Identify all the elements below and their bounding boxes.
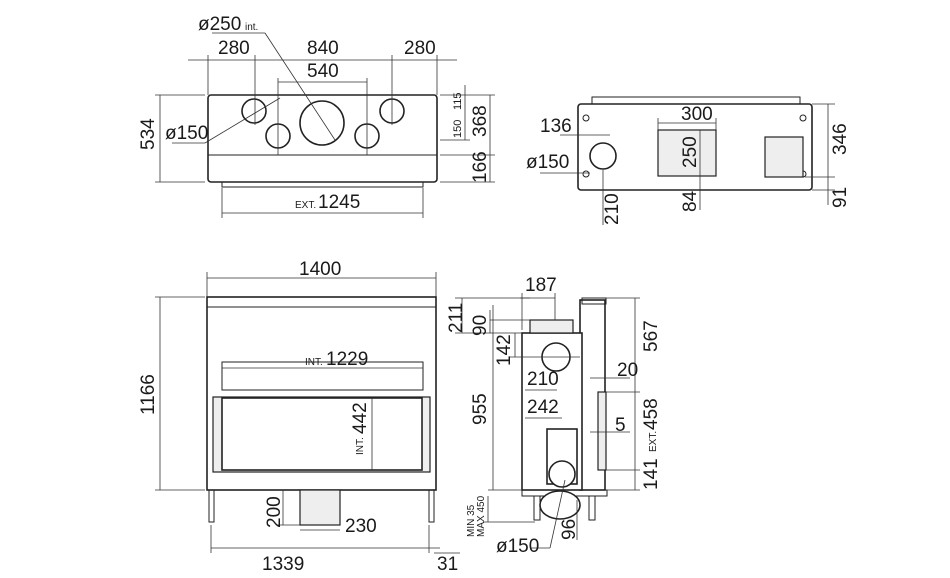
dim-211: 211 bbox=[446, 303, 467, 333]
dim-91: 91 bbox=[830, 187, 851, 208]
dim-166: 166 bbox=[470, 151, 491, 183]
dim-136: 136 bbox=[540, 116, 572, 137]
dim-ext-prefix: EXT. bbox=[648, 431, 659, 452]
rear-view: 136 ø150 300 250 84 210 346 91 bbox=[526, 96, 851, 225]
dim-31: 31 bbox=[437, 554, 458, 575]
air-duct-square bbox=[657, 129, 717, 177]
dim-242: 242 bbox=[527, 397, 559, 418]
dim-d150: ø150 bbox=[526, 152, 569, 173]
dim-534: 534 bbox=[138, 118, 159, 150]
dim-d150: ø150 bbox=[496, 536, 539, 557]
dim-280-left: 280 bbox=[218, 38, 250, 59]
dim-230: 230 bbox=[345, 516, 377, 537]
side-view: 187 211 90 142 210 242 955 567 20 5 EXT.… bbox=[446, 275, 662, 557]
dim-150: 150 bbox=[452, 120, 464, 138]
dim-200: 200 bbox=[264, 496, 285, 528]
dim-d250: ø250 bbox=[198, 14, 241, 35]
dim-540: 540 bbox=[307, 61, 339, 82]
dim-210: 210 bbox=[602, 193, 623, 225]
dim-d150: ø150 bbox=[165, 123, 208, 144]
flue-outlet-250 bbox=[299, 100, 345, 146]
top-view: ø250 int. 280 840 280 540 ø150 534 150 1… bbox=[138, 14, 495, 218]
air-inlet-150 bbox=[589, 142, 617, 170]
dim-840: 840 bbox=[307, 38, 339, 59]
dim-max: MAX 450 bbox=[476, 495, 487, 537]
air-box bbox=[299, 489, 341, 526]
dim-187: 187 bbox=[525, 275, 557, 296]
dim-1166: 1166 bbox=[138, 374, 159, 415]
dim-955: 955 bbox=[470, 393, 491, 425]
dim-90: 90 bbox=[470, 315, 491, 336]
dim-442: 442 bbox=[350, 402, 371, 434]
dim-346: 346 bbox=[830, 123, 851, 155]
glass-door bbox=[221, 397, 423, 471]
dim-1339: 1339 bbox=[262, 554, 304, 575]
dim-min: MIN 35 bbox=[466, 504, 477, 537]
dim-96: 96 bbox=[559, 519, 580, 540]
top-duct bbox=[529, 319, 574, 334]
dim-368: 368 bbox=[470, 105, 491, 137]
flue-outlet-150 bbox=[241, 98, 267, 124]
dim-280-right: 280 bbox=[404, 38, 436, 59]
dim-300: 300 bbox=[681, 104, 713, 125]
dim-int-prefix-442: INT. bbox=[355, 437, 366, 455]
dim-1229: 1229 bbox=[326, 349, 368, 370]
dim-d250-suffix: int. bbox=[245, 22, 258, 33]
dim-20: 20 bbox=[617, 360, 638, 381]
dim-250: 250 bbox=[680, 136, 701, 168]
dim-142: 142 bbox=[494, 334, 515, 366]
front-view: 1400 1166 INT. 1229 INT. 442 200 230 133… bbox=[138, 259, 460, 575]
dim-1245: 1245 bbox=[318, 192, 360, 213]
dim-567: 567 bbox=[641, 320, 662, 352]
dim-ext-prefix: EXT. bbox=[295, 200, 316, 211]
dim-210: 210 bbox=[527, 369, 559, 390]
dim-84: 84 bbox=[680, 190, 701, 212]
small-duct-square bbox=[764, 136, 804, 178]
dim-115: 115 bbox=[452, 92, 464, 110]
dim-5: 5 bbox=[615, 415, 626, 436]
dim-1400: 1400 bbox=[299, 259, 341, 280]
dim-141: 141 bbox=[641, 458, 662, 490]
dim-int-prefix: INT. bbox=[305, 357, 323, 368]
dim-458: 458 bbox=[641, 398, 662, 430]
